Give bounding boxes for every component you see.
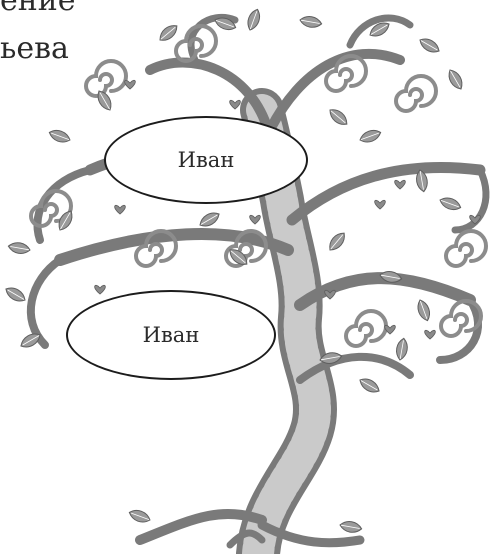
family-member-node-1: Иван [104,116,308,204]
family-member-node-2: Иван [66,290,276,380]
